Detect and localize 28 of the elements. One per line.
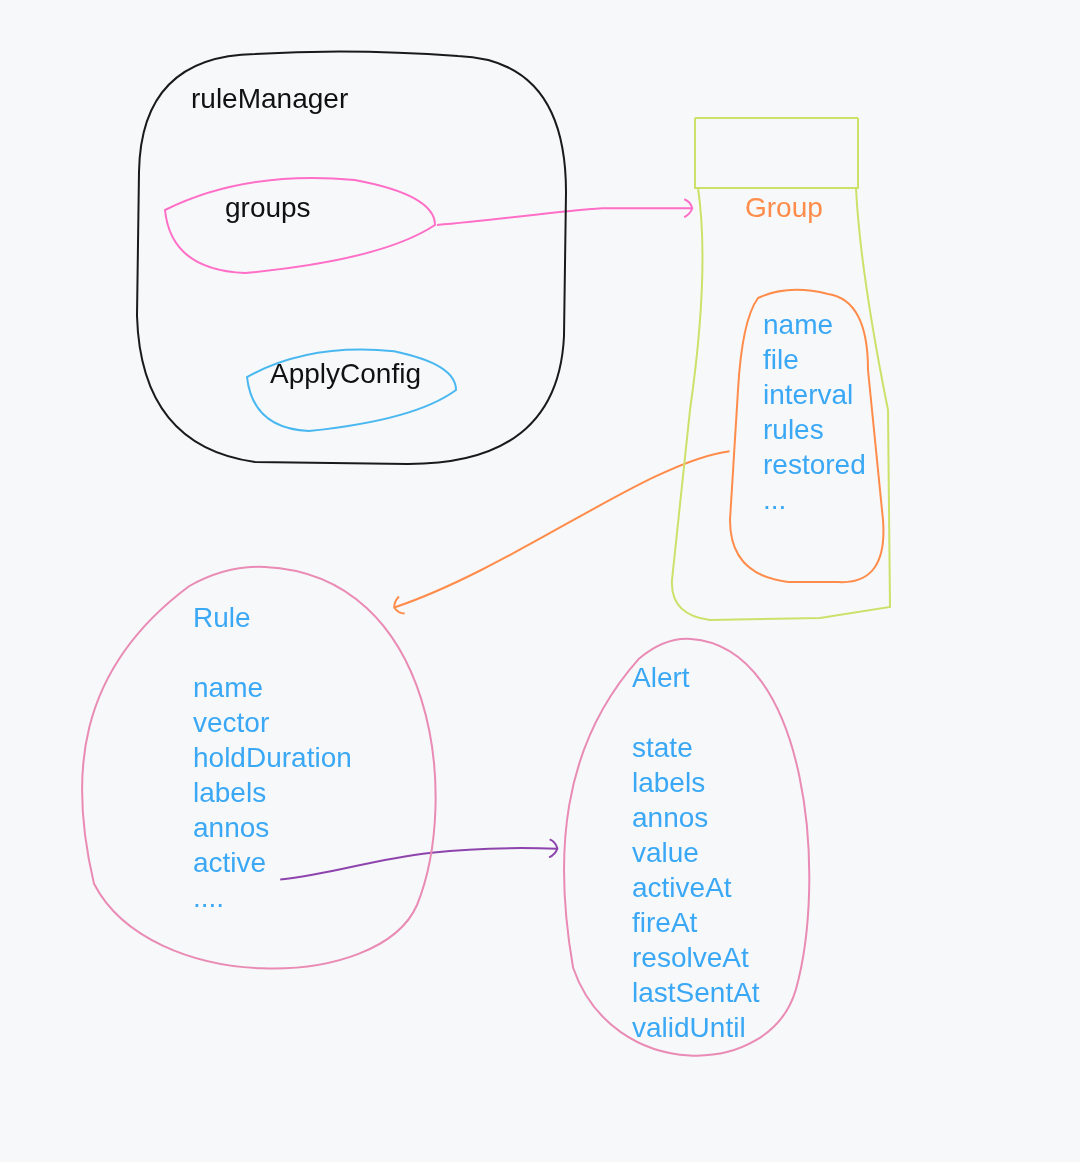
heading-label: Group bbox=[745, 191, 823, 225]
field-label: holdDuration bbox=[193, 741, 352, 775]
field-label: ... bbox=[763, 483, 787, 517]
field-label: file bbox=[763, 343, 799, 377]
field-label: fireAt bbox=[632, 906, 698, 940]
field-label: active bbox=[193, 846, 267, 880]
field-label: state bbox=[632, 731, 693, 765]
field-label: lastSentAt bbox=[632, 976, 760, 1010]
heading-label: ruleManager bbox=[191, 82, 349, 116]
field-label: name bbox=[763, 308, 834, 342]
field-label: labels bbox=[193, 776, 267, 810]
heading-label: groups bbox=[225, 191, 311, 225]
field-label: .... bbox=[193, 881, 225, 915]
heading-label: ApplyConfig bbox=[270, 357, 421, 391]
heading-label: Alert bbox=[632, 661, 690, 695]
field-label: restored bbox=[763, 448, 866, 482]
field-label: vector bbox=[193, 706, 270, 740]
field-label: labels bbox=[632, 766, 706, 800]
field-label: annos bbox=[632, 801, 709, 835]
field-label: activeAt bbox=[632, 871, 732, 905]
field-label: rules bbox=[763, 413, 824, 447]
field-label: name bbox=[193, 671, 264, 705]
field-label: annos bbox=[193, 811, 270, 845]
field-label: value bbox=[632, 836, 699, 870]
heading-label: Rule bbox=[193, 601, 251, 635]
field-label: validUntil bbox=[632, 1011, 746, 1045]
field-label: interval bbox=[763, 378, 854, 412]
field-label: resolveAt bbox=[632, 941, 749, 975]
